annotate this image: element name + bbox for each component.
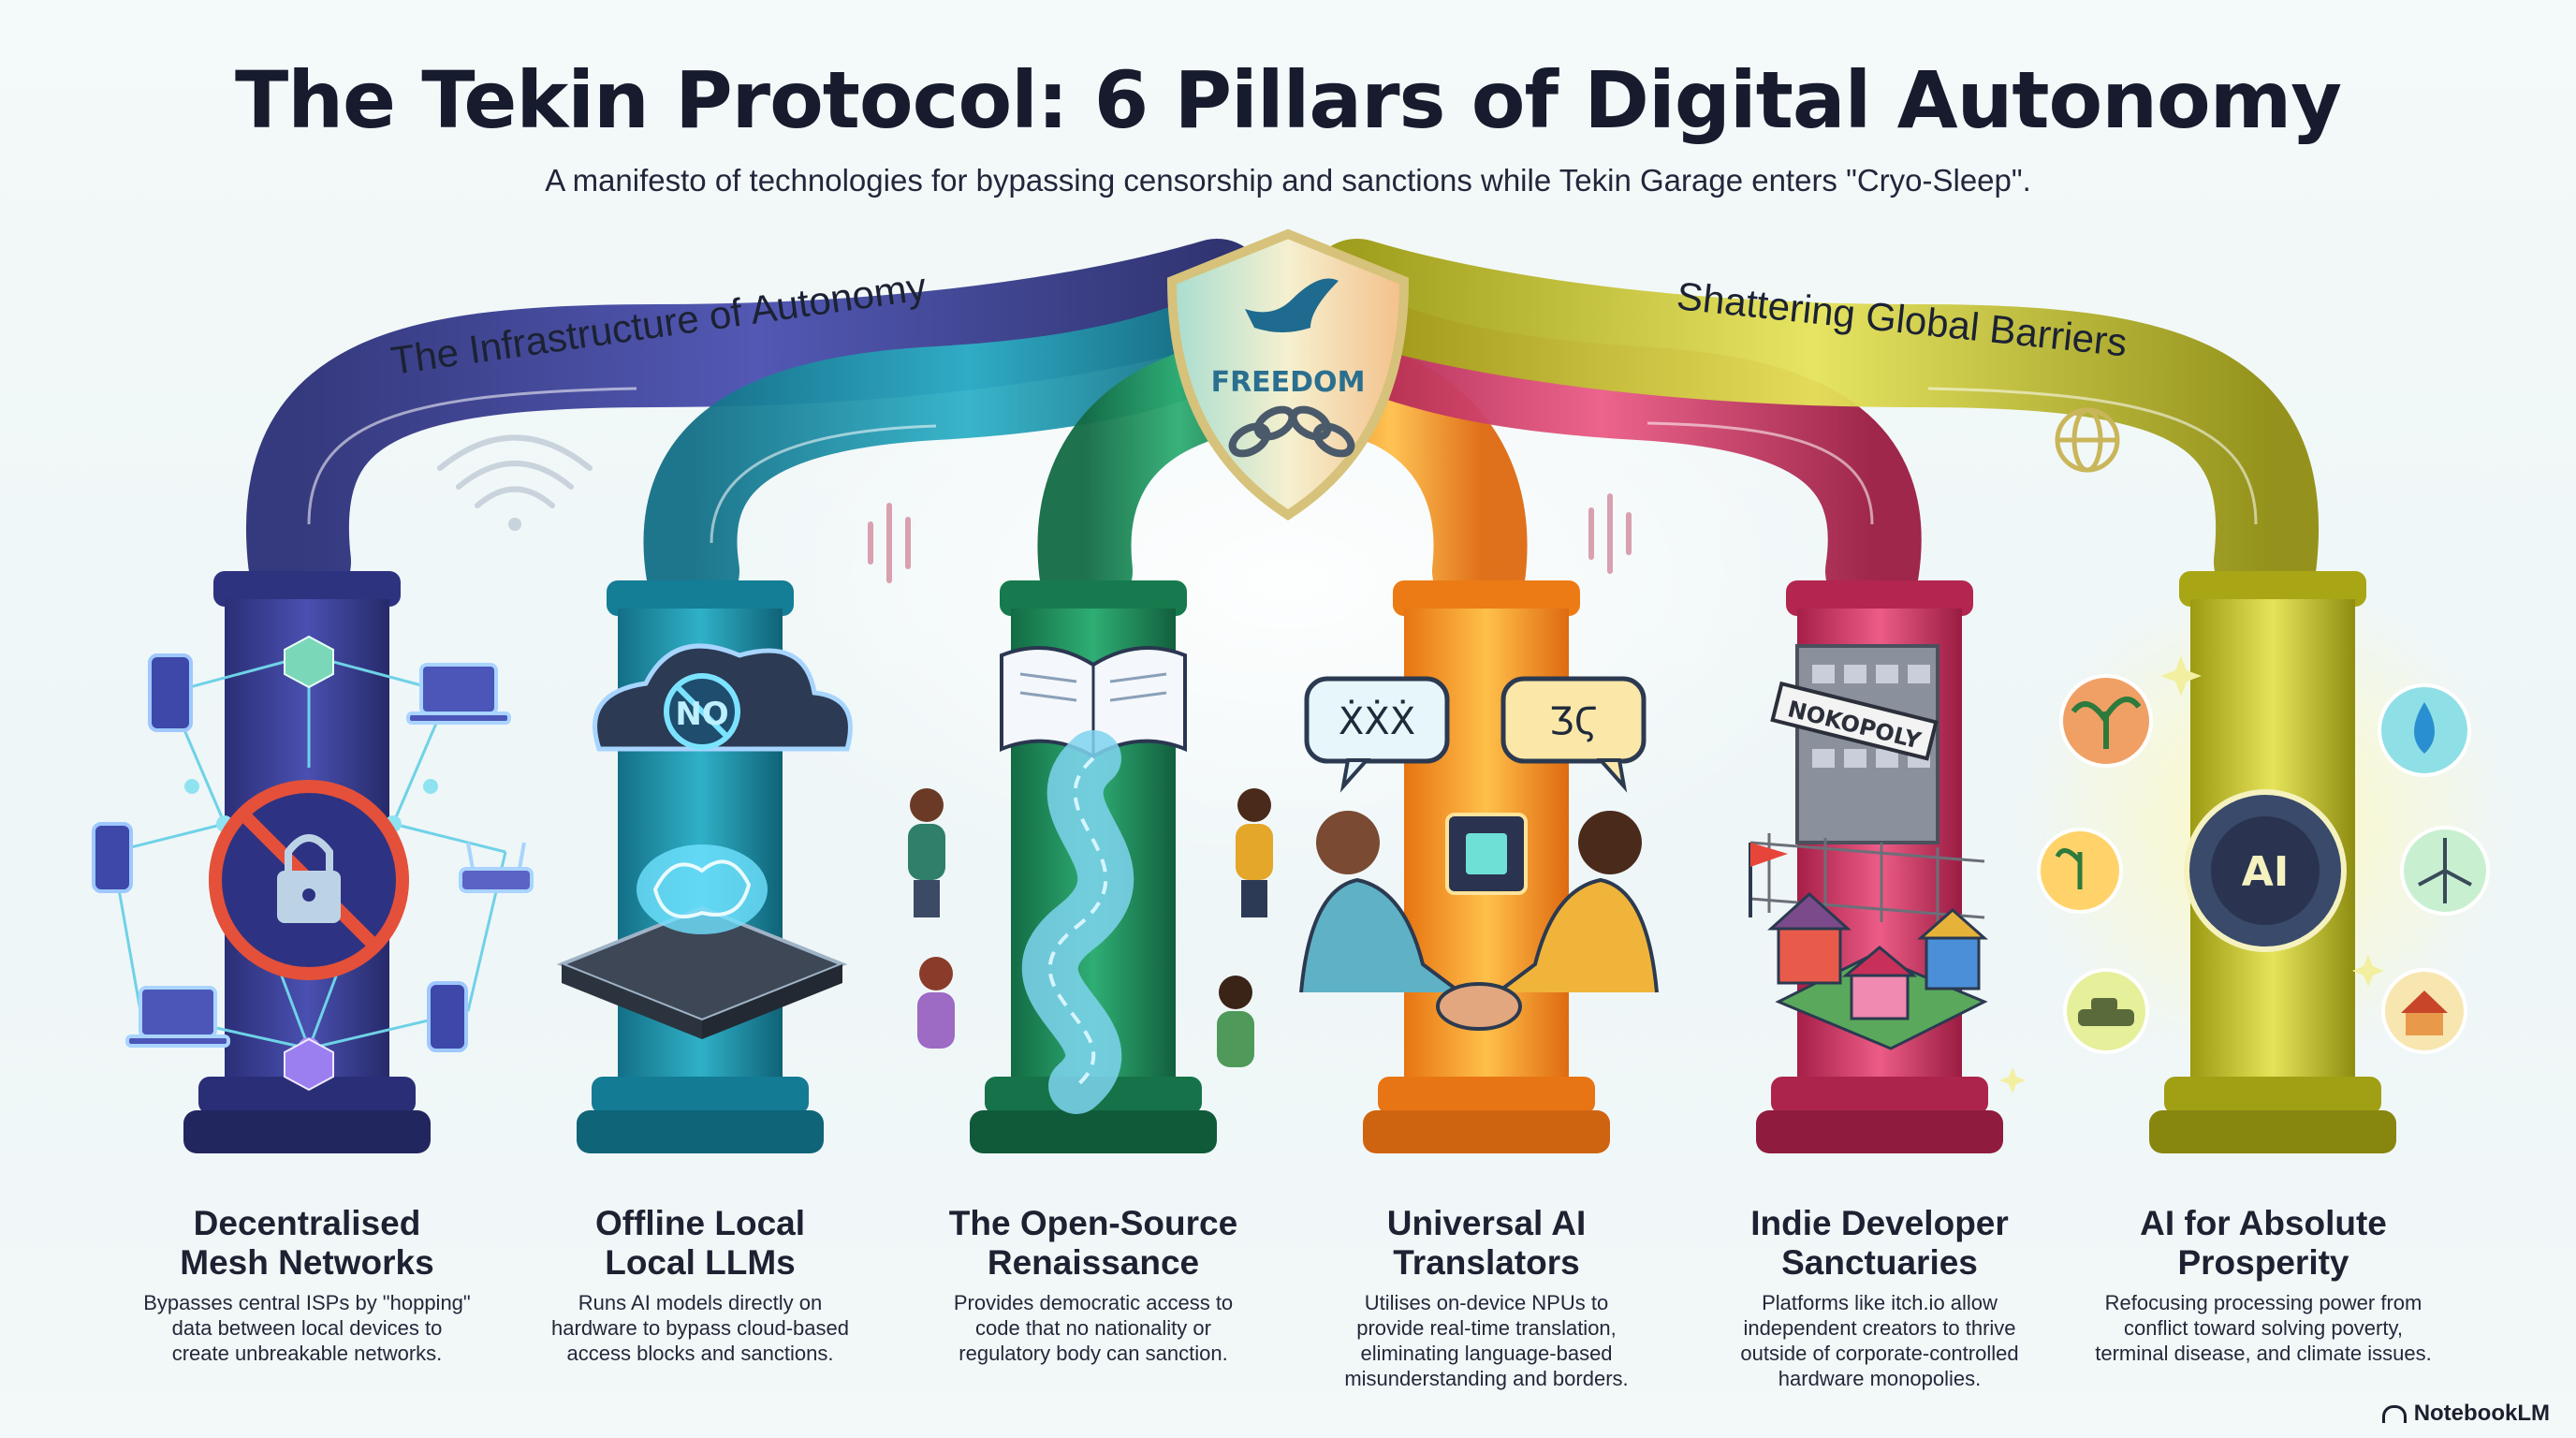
indie-village-icon — [1749, 843, 1988, 1050]
page-subtitle: A manifesto of technologies for bypassin… — [545, 163, 2031, 198]
npu-chip-icon — [1445, 813, 1528, 895]
arc-pillar-1 — [245, 239, 1268, 613]
ai-gear-brain-icon — [2184, 789, 2347, 952]
page-title: The Tekin Protocol: 6 Pillars of Digital… — [234, 54, 2342, 146]
monopoly-building-icon — [1770, 644, 1939, 844]
tank-icon — [2063, 968, 2149, 1054]
cloud-badge-text: NO — [675, 696, 728, 733]
sparkle-icon — [1999, 655, 2384, 1093]
people-icon — [908, 788, 1273, 1067]
arc-pillar-6 — [1306, 239, 2320, 613]
shield-label: FREEDOM — [1211, 366, 1366, 399]
brain-chip-icon — [556, 844, 848, 1039]
sound-wave-icon — [868, 493, 1632, 583]
router-icon — [459, 842, 534, 893]
brand-name: NotebookLM — [2413, 1401, 2550, 1426]
freedom-shield-icon — [1166, 228, 1410, 521]
ai-badge-text: AI — [2242, 848, 2289, 896]
bubble-left-text: ẊẊẊ — [1339, 698, 1415, 743]
plant-hand-icon — [2037, 828, 2123, 914]
globe-icon — [2055, 407, 2120, 473]
fence-icon — [1749, 833, 1985, 925]
sprout-icon — [2059, 674, 2153, 768]
brand-logo: NotebookLM — [2381, 1401, 2550, 1427]
laptop-icon — [125, 663, 511, 1048]
bubble-right-text: ƷϚ — [1549, 700, 1599, 743]
phone-icon — [92, 653, 468, 1052]
house-icon — [2381, 968, 2467, 1054]
water-drop-icon — [2378, 683, 2471, 777]
wind-turbine-icon — [2400, 826, 2490, 916]
pillar-desc-1: Bypasses central ISPs by "hopping"data b… — [143, 1291, 471, 1365]
speech-bubble-right-icon — [1500, 676, 1647, 793]
handshake-icon — [1299, 811, 1659, 1031]
blocked-server-icon — [209, 780, 409, 980]
blocked-cloud-icon — [593, 643, 853, 752]
wifi-icon — [437, 434, 593, 531]
notebooklm-icon — [2381, 1404, 2407, 1423]
speech-bubble-left-icon — [1304, 676, 1450, 793]
open-book-icon — [1000, 646, 1187, 759]
cube-icon — [284, 635, 334, 1092]
